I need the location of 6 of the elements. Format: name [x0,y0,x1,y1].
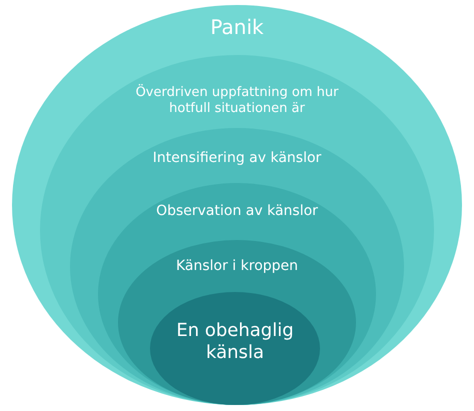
band-label: Känslor i kroppen [176,258,298,275]
band-label: Panik [210,15,264,39]
band-label: Intensifiering av känslor [152,150,322,167]
band-label: Observation av känslor [156,203,318,220]
band-label: En obehaglig känsla [175,320,295,364]
band-label: Överdriven uppfattning om hur hotfull situationen är [134,85,340,116]
